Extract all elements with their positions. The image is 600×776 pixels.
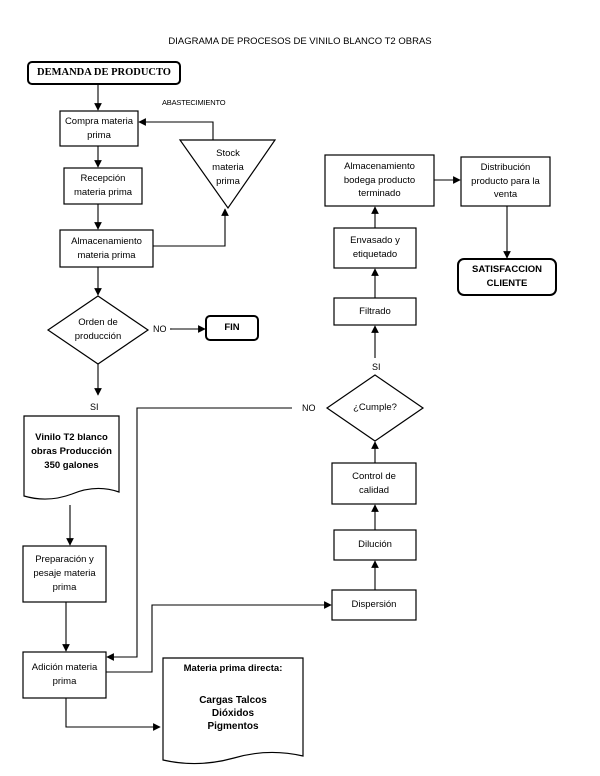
- filtrado-label: Filtrado: [359, 305, 391, 317]
- orden-no-label: NO: [153, 324, 167, 334]
- demanda-box: [27, 61, 181, 85]
- arrow-stock-compra: [138, 118, 214, 140]
- cumple-no-label: NO: [302, 403, 316, 413]
- preparacion-box: [22, 545, 107, 603]
- dilucion-label: Dilución: [358, 539, 392, 551]
- arrow-adicion-materia: [65, 698, 161, 731]
- recepcion-label: Recepción materia prima: [73, 173, 133, 198]
- preparacion-label: Preparación y pesaje materia prima: [33, 554, 96, 593]
- arrow-cumple-no-adicion: [106, 407, 292, 661]
- stock-triangle: [178, 139, 277, 210]
- vinilo-document: [23, 415, 120, 500]
- compra-label: Compra materia prima: [64, 115, 134, 141]
- cumple-label: ¿Cumple?: [353, 402, 397, 414]
- abastecimiento-label: ABASTECIMIENTO: [162, 98, 226, 107]
- vinilo-label: Vinilo T2 blanco obras Producción 350 ga…: [31, 432, 112, 471]
- control-box: [331, 462, 417, 505]
- stock-label: Stock materia prima: [212, 148, 244, 187]
- adicion-label: Adición materia prima: [31, 662, 98, 687]
- demanda-label: DEMANDA DE PRODUCTO: [37, 67, 171, 79]
- filtrado-box: [333, 297, 417, 326]
- fin-box: [205, 315, 259, 341]
- fin-label: FIN: [224, 322, 240, 334]
- orden-si-label: SI: [90, 402, 99, 412]
- satisfaccion-label: SATISFACCION CLIENTE: [471, 264, 543, 289]
- distribucion-box: [460, 156, 551, 207]
- envasado-label: Envasado y etiquetado: [350, 235, 400, 260]
- compra-box: [59, 110, 139, 147]
- cumple-diamond: [325, 374, 425, 442]
- almacenamiento-mp-box: [59, 229, 154, 268]
- recepcion-box: [63, 167, 143, 205]
- dispersion-box: [331, 589, 417, 621]
- almacenamiento-pt-box: [324, 154, 435, 207]
- almacenamiento-pt-label: Almacenamiento bodega producto terminado: [343, 160, 416, 200]
- dispersion-label: Dispersión: [351, 599, 397, 611]
- control-label: Control de calidad: [352, 470, 396, 496]
- cumple-si-label: SI: [372, 362, 381, 372]
- envasado-box: [333, 227, 417, 269]
- arrow-adicion-dispersion: [106, 601, 332, 673]
- arrow-almacenamiento-stock: [153, 208, 229, 247]
- satisfaccion-box: [457, 258, 557, 296]
- adicion-box: [22, 651, 107, 699]
- materia-directa-items: Cargas Talcos Dióxidos Pigmentos: [199, 694, 267, 732]
- materia-directa-title: Materia prima directa:: [183, 663, 283, 675]
- orden-label: Orden de producción: [74, 317, 122, 342]
- almacenamiento-mp-label: Almacenamiento materia prima: [71, 235, 142, 261]
- distribucion-label: Distribución producto para la venta: [471, 161, 540, 201]
- diagram-title: DIAGRAMA DE PROCESOS DE VINILO BLANCO T2…: [168, 36, 432, 47]
- materia-directa-document: [162, 657, 304, 765]
